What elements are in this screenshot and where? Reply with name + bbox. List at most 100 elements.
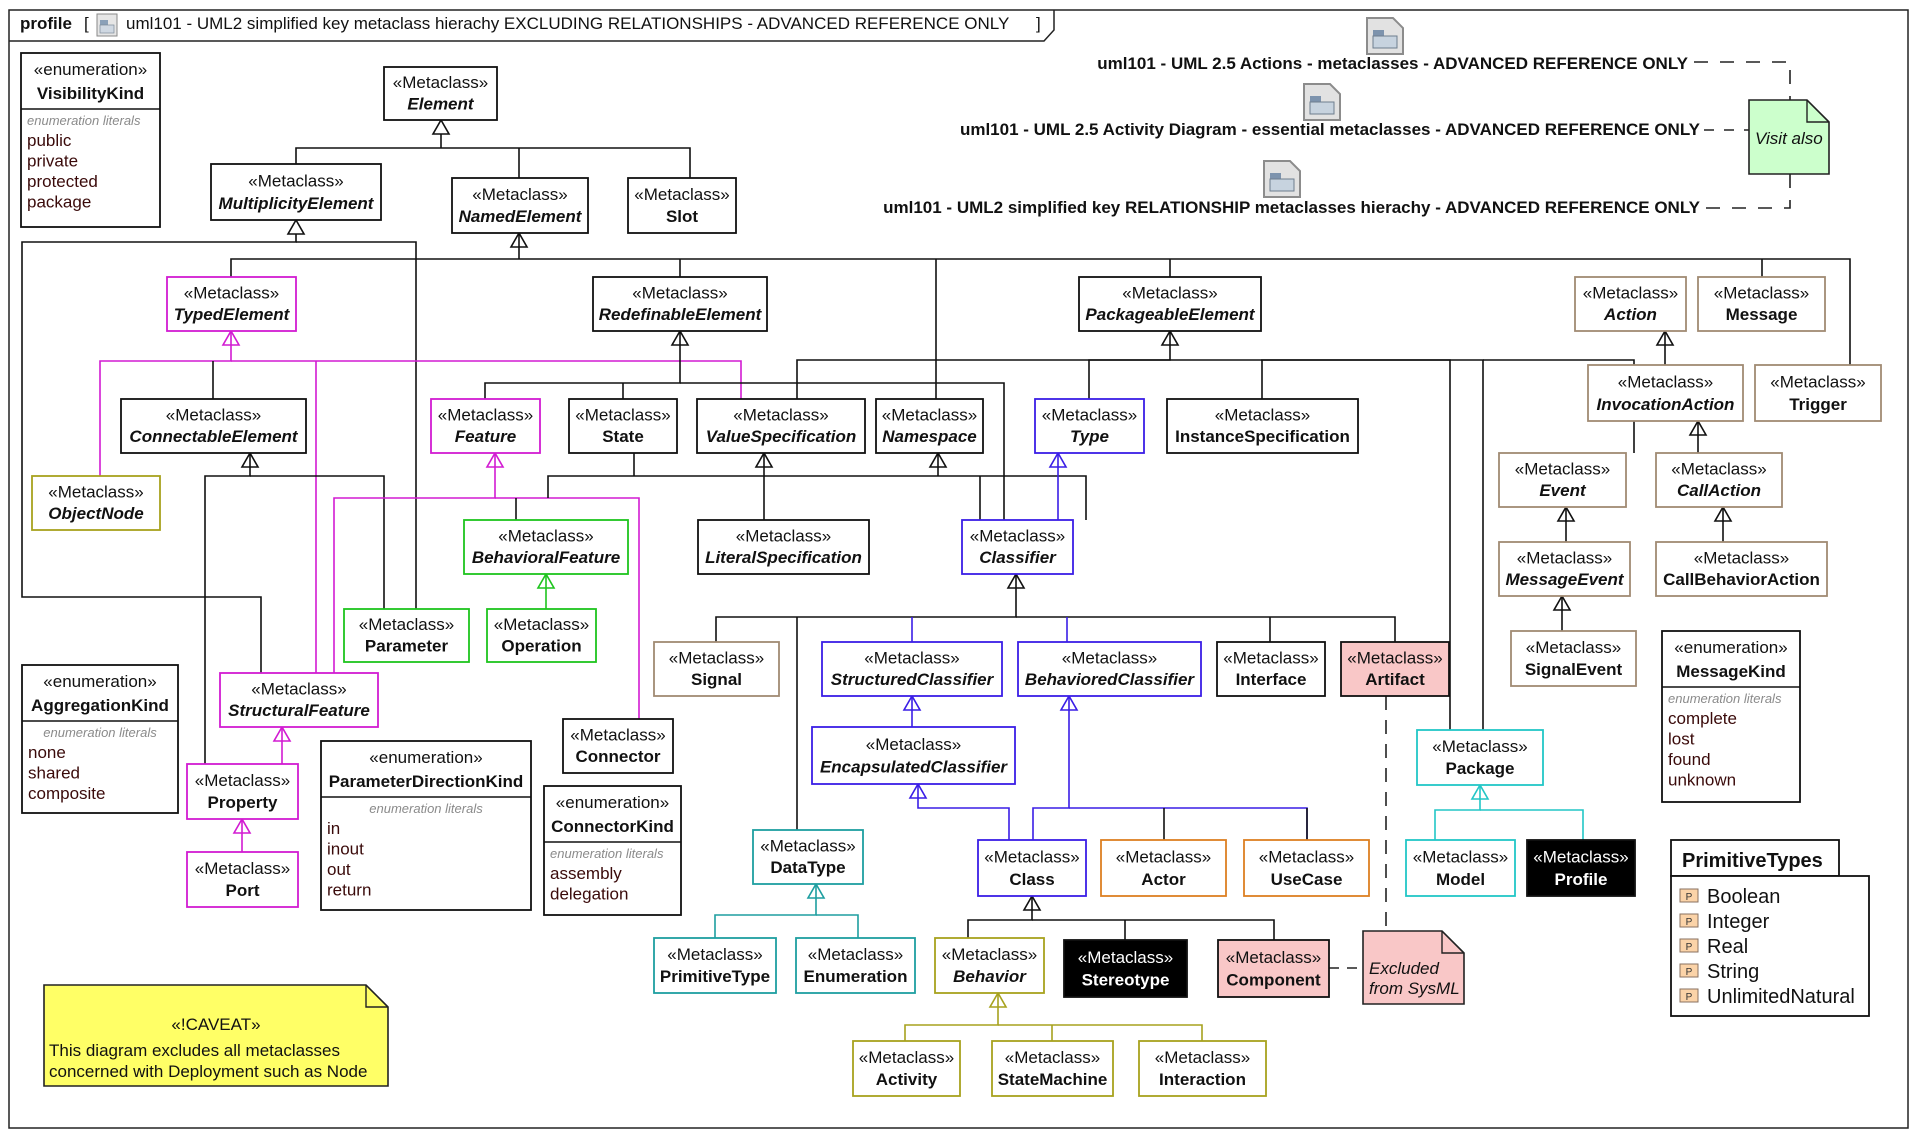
metaclass-actor[interactable]: «Metaclass»Actor bbox=[1100, 839, 1227, 897]
frame-close-bracket: ] bbox=[1036, 14, 1041, 33]
stereotype-label: «Metaclass» bbox=[195, 771, 290, 790]
metaclass-trigger[interactable]: «Metaclass»Trigger bbox=[1754, 364, 1882, 422]
stereotype-label: «Metaclass» bbox=[984, 847, 1079, 866]
metaclass-call-action[interactable]: «Metaclass»CallAction bbox=[1655, 452, 1783, 508]
metaclass-message-event[interactable]: «Metaclass»MessageEvent bbox=[1498, 541, 1631, 597]
metaclass-connectable-element[interactable]: «Metaclass»ConnectableElement bbox=[120, 398, 307, 454]
note-text: Excluded bbox=[1369, 959, 1439, 978]
metaclass-data-type[interactable]: «Metaclass»DataType bbox=[752, 829, 864, 885]
metaclass-object-node[interactable]: «Metaclass»ObjectNode bbox=[31, 475, 161, 531]
metaclass-behavior[interactable]: «Metaclass»Behavior bbox=[934, 937, 1045, 994]
metaclass-structured-classifier[interactable]: «Metaclass»StructuredClassifier bbox=[821, 641, 1003, 697]
metaclass-signal[interactable]: «Metaclass»Signal bbox=[653, 641, 780, 697]
generalization-line bbox=[715, 574, 1017, 642]
metaclass-typed-element[interactable]: «Metaclass»TypedElement bbox=[166, 276, 297, 332]
enumeration-parameter-direction-kind[interactable]: «enumeration»ParameterDirectionKindenume… bbox=[320, 740, 532, 911]
metaclass-classifier[interactable]: «Metaclass»Classifier bbox=[961, 519, 1074, 575]
enumeration-literal: shared bbox=[28, 764, 80, 783]
metaclass-structural-feature[interactable]: «Metaclass»StructuralFeature bbox=[219, 672, 379, 728]
metaclass-slot[interactable]: «Metaclass»Slot bbox=[627, 177, 737, 234]
metaclass-model[interactable]: «Metaclass»Model bbox=[1405, 839, 1516, 897]
diagram-link[interactable]: uml101 - UML 2.5 Activity Diagram - esse… bbox=[960, 83, 1701, 139]
metaclass-named-element[interactable]: «Metaclass»NamedElement bbox=[451, 177, 589, 234]
metaclass-behavioral-feature[interactable]: «Metaclass»BehavioralFeature bbox=[463, 519, 629, 575]
primitive-type-item[interactable]: Integer bbox=[1707, 911, 1770, 933]
stereotype-label: «Metaclass» bbox=[1116, 847, 1211, 866]
metaclass-element[interactable]: «Metaclass»Element bbox=[383, 66, 498, 121]
stereotype-label: «Metaclass» bbox=[1215, 406, 1310, 425]
stereotype-label: «Metaclass» bbox=[1005, 1048, 1100, 1067]
metaclass-interaction[interactable]: «Metaclass»Interaction bbox=[1138, 1040, 1267, 1097]
metaclass-action[interactable]: «Metaclass»Action bbox=[1574, 276, 1687, 332]
metaclass-activity[interactable]: «Metaclass»Activity bbox=[852, 1040, 961, 1097]
metaclass-box bbox=[1166, 398, 1359, 454]
diagram-link-label[interactable]: uml101 - UML2 simplified key RELATIONSHI… bbox=[883, 198, 1701, 217]
metaclass-class[interactable]: «Metaclass»Class bbox=[977, 839, 1087, 897]
metaclass-namespace[interactable]: «Metaclass»Namespace bbox=[875, 398, 984, 454]
metaclass-message[interactable]: «Metaclass»Message bbox=[1697, 276, 1826, 332]
metaclass-state[interactable]: «Metaclass»State bbox=[568, 398, 678, 454]
primitive-type-item[interactable]: Boolean bbox=[1707, 886, 1780, 908]
metaclass-state-machine[interactable]: «Metaclass»StateMachine bbox=[991, 1040, 1114, 1097]
diagram-link-label[interactable]: uml101 - UML 2.5 Actions - metaclasses -… bbox=[1097, 54, 1688, 73]
stereotype-label: «enumeration» bbox=[43, 672, 156, 691]
metaclass-property[interactable]: «Metaclass»Property bbox=[186, 763, 299, 820]
metaclass-encapsulated-classifier[interactable]: «Metaclass»EncapsulatedClassifier bbox=[811, 726, 1016, 785]
generalization-line bbox=[904, 993, 999, 1041]
metaclass-behaviored-classifier[interactable]: «Metaclass»BehavioredClassifier bbox=[1017, 641, 1202, 697]
metaclass-connector[interactable]: «Metaclass»Connector bbox=[562, 718, 674, 774]
metaclass-name: CallAction bbox=[1677, 481, 1761, 500]
metaclass-invocation-action[interactable]: «Metaclass»InvocationAction bbox=[1587, 364, 1744, 422]
stereotype-label: «enumeration» bbox=[369, 748, 482, 767]
metaclass-primitive-type[interactable]: «Metaclass»PrimitiveType bbox=[653, 937, 777, 994]
metaclass-value-specification[interactable]: «Metaclass»ValueSpecification bbox=[696, 398, 866, 454]
generalization-line bbox=[1483, 359, 1635, 453]
metaclass-call-behavior-action[interactable]: «Metaclass»CallBehaviorAction bbox=[1655, 541, 1828, 597]
metaclass-profile[interactable]: «Metaclass»Profile bbox=[1526, 839, 1636, 897]
metaclass-port[interactable]: «Metaclass»Port bbox=[186, 851, 299, 908]
stereotype-label: «Metaclass» bbox=[1259, 847, 1354, 866]
caveat-line: concerned with Deployment such as Node bbox=[49, 1062, 367, 1081]
metaclass-multiplicity-element[interactable]: «Metaclass»MultiplicityElement bbox=[210, 163, 382, 221]
package-title: PrimitiveTypes bbox=[1682, 850, 1823, 872]
metaclass-parameter[interactable]: «Metaclass»Parameter bbox=[343, 608, 470, 663]
metaclass-signal-event[interactable]: «Metaclass»SignalEvent bbox=[1510, 630, 1637, 687]
metaclass-redefinable-element[interactable]: «Metaclass»RedefinableElement bbox=[592, 276, 768, 332]
metaclass-event[interactable]: «Metaclass»Event bbox=[1498, 452, 1627, 508]
metaclass-use-case[interactable]: «Metaclass»UseCase bbox=[1243, 839, 1370, 897]
metaclass-packageable-element[interactable]: «Metaclass»PackageableElement bbox=[1078, 276, 1262, 332]
diagram-link[interactable]: uml101 - UML2 simplified key RELATIONSHI… bbox=[883, 160, 1701, 217]
svg-text:P: P bbox=[1686, 967, 1693, 978]
metaclass-component[interactable]: «Metaclass»Component bbox=[1217, 939, 1330, 998]
diagram-link-label[interactable]: uml101 - UML 2.5 Activity Diagram - esse… bbox=[960, 120, 1701, 139]
metaclass-instance-specification[interactable]: «Metaclass»InstanceSpecification bbox=[1166, 398, 1359, 454]
diagram-link[interactable]: uml101 - UML 2.5 Actions - metaclasses -… bbox=[1097, 17, 1689, 73]
metaclass-box bbox=[562, 718, 674, 774]
metaclass-enumeration[interactable]: «Metaclass»Enumeration bbox=[795, 937, 916, 994]
generalization-line bbox=[547, 475, 1087, 520]
note-caveat[interactable]: «!CAVEAT»This diagram excludes all metac… bbox=[43, 984, 389, 1087]
metaclass-interface[interactable]: «Metaclass»Interface bbox=[1216, 641, 1326, 697]
generalization-line bbox=[295, 147, 691, 178]
metaclass-literal-specification[interactable]: «Metaclass»LiteralSpecification bbox=[697, 519, 870, 575]
metaclass-stereotype[interactable]: «Metaclass»Stereotype bbox=[1063, 939, 1188, 998]
primitive-type-item[interactable]: Real bbox=[1707, 936, 1748, 958]
metaclass-feature[interactable]: «Metaclass»Feature bbox=[430, 398, 541, 454]
metaclass-box bbox=[210, 163, 382, 221]
metaclass-operation[interactable]: «Metaclass»Operation bbox=[486, 608, 597, 663]
metaclass-artifact[interactable]: «Metaclass»Artifact bbox=[1340, 641, 1450, 697]
metaclass-name: ValueSpecification bbox=[706, 427, 857, 446]
note-visit-also[interactable]: Visit also bbox=[1748, 99, 1830, 175]
primitive-type-item[interactable]: UnlimitedNatural bbox=[1707, 986, 1855, 1008]
metaclass-box bbox=[752, 829, 864, 885]
metaclass-type[interactable]: «Metaclass»Type bbox=[1034, 398, 1145, 454]
primitive-type-item[interactable]: String bbox=[1707, 961, 1759, 983]
enumeration-aggregation-kind[interactable]: «enumeration»AggregationKindenumeration … bbox=[21, 664, 179, 814]
metaclass-package[interactable]: «Metaclass»Package bbox=[1416, 729, 1544, 786]
stereotype-label: «Metaclass» bbox=[248, 171, 343, 190]
